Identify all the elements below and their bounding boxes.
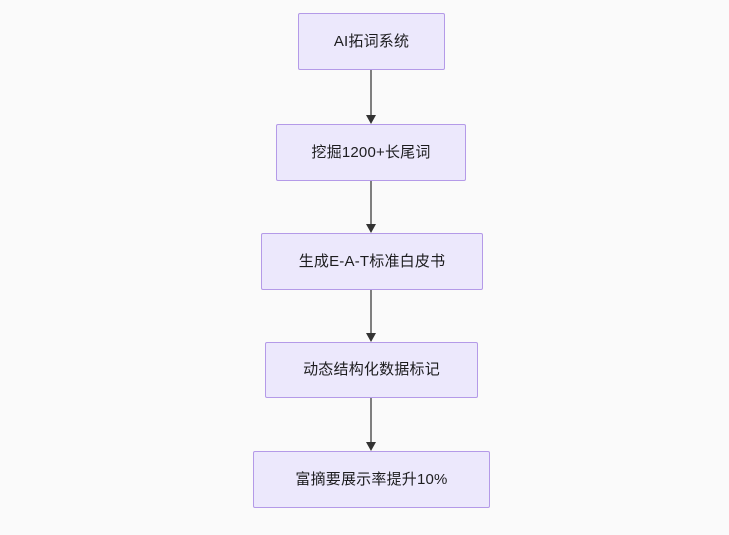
arrowhead-icon [366, 115, 376, 124]
flowchart-edge-n3-n4 [366, 290, 377, 342]
edge-line [370, 290, 373, 334]
edge-line [370, 181, 373, 225]
flowchart-node-generate-eat-whitepaper[interactable]: 生成E-A-T标准白皮书 [261, 233, 483, 290]
arrowhead-icon [366, 333, 376, 342]
flowchart-node-ai-keyword-system[interactable]: AI拓词系统 [298, 13, 445, 70]
node-label: 挖掘1200+长尾词 [311, 143, 431, 161]
node-label: 动态结构化数据标记 [303, 361, 440, 378]
edge-line [370, 70, 373, 116]
flowchart-edge-n2-n3 [366, 181, 377, 233]
node-label: AI拓词系统 [333, 32, 410, 50]
flowchart-node-mine-longtail-keywords[interactable]: 挖掘1200+长尾词 [276, 124, 466, 181]
arrowhead-icon [366, 442, 376, 451]
flowchart-edge-n4-n5 [366, 398, 377, 451]
edge-line [370, 398, 373, 443]
flowchart-node-rich-snippet-impression-uplift[interactable]: 富摘要展示率提升10% [253, 451, 490, 508]
flowchart-edge-n1-n2 [366, 70, 377, 124]
flowchart-node-dynamic-structured-data-markup[interactable]: 动态结构化数据标记 [265, 342, 478, 398]
node-label: 富摘要展示率提升10% [295, 470, 448, 488]
node-label: 生成E-A-T标准白皮书 [298, 252, 446, 270]
arrowhead-icon [366, 224, 376, 233]
